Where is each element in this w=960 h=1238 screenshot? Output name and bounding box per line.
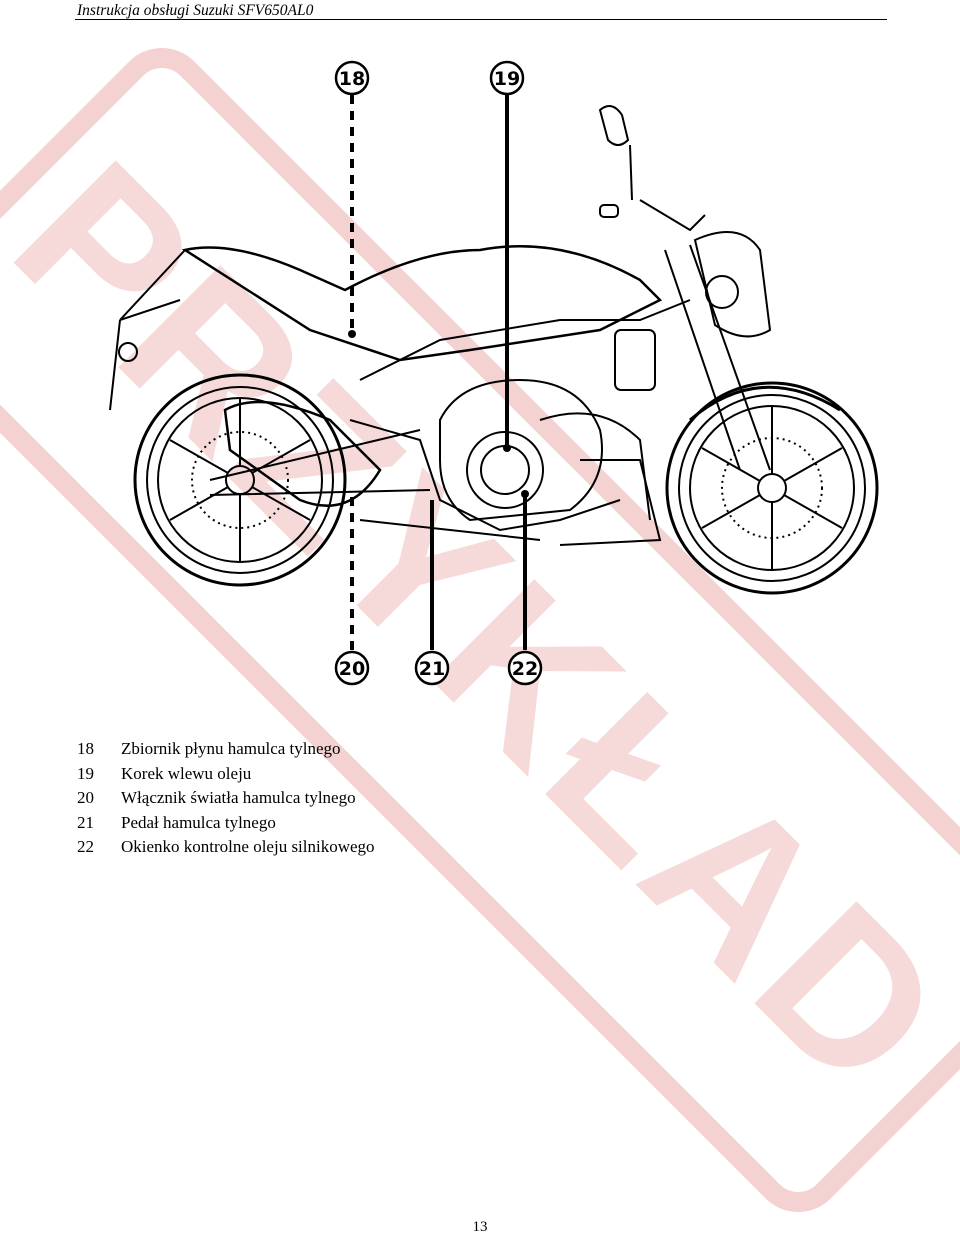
callout-badge-18: 18 — [334, 60, 370, 96]
callout-badge-20: 20 — [334, 650, 370, 686]
legend-item: 20 Włącznik światła hamulca tylnego — [77, 786, 375, 811]
front-wheel — [665, 381, 879, 595]
callout-lines — [350, 95, 527, 650]
legend-text: Okienko kontrolne oleju silnikowego — [121, 837, 375, 856]
legend-item: 18 Zbiornik płynu hamulca tylnego — [77, 737, 375, 762]
rear-wheel — [133, 373, 347, 587]
legend-number: 18 — [77, 739, 94, 758]
page-number: 13 — [472, 1219, 488, 1235]
legend-text: Pedał hamulca tylnego — [121, 812, 276, 832]
callout-22-label: 22 — [512, 658, 538, 680]
front-fork — [598, 105, 772, 471]
legend-text: Korek wlewu oleju — [121, 763, 252, 783]
legend-number: 20 — [77, 788, 94, 807]
legend-number: 21 — [77, 812, 94, 832]
legend-list: 18 Zbiornik płynu hamulca tylnego 19 Kor… — [77, 737, 375, 860]
header-title: Instrukcja obsługi Suzuki SFV650AL0 — [77, 2, 314, 19]
callout-badge-21: 21 — [414, 650, 450, 686]
tank-and-seat — [109, 245, 663, 411]
motorcycle-illustration: 18 19 20 21 22 — [109, 60, 879, 686]
header-rule — [75, 19, 887, 20]
callout-21-label: 21 — [419, 658, 445, 680]
legend-number: 19 — [77, 763, 94, 783]
legend-item: 22 Okienko kontrolne oleju silnikowego — [77, 835, 375, 860]
callout-badge-19: 19 — [489, 60, 525, 96]
callout-18-label: 18 — [339, 68, 365, 90]
callout-20-label: 20 — [339, 658, 365, 680]
callout-19-label: 19 — [494, 68, 520, 90]
engine-frame — [349, 299, 691, 546]
legend-item: 21 Pedał hamulca tylnego — [77, 811, 375, 836]
legend-number: 22 — [77, 837, 94, 856]
legend-text: Zbiornik płynu hamulca tylnego — [121, 739, 341, 758]
legend-text: Włącznik światła hamulca tylnego — [121, 788, 356, 807]
callout-badge-22: 22 — [507, 650, 543, 686]
legend-item: 19 Korek wlewu oleju — [77, 762, 375, 787]
exhaust-swingarm — [209, 400, 541, 541]
